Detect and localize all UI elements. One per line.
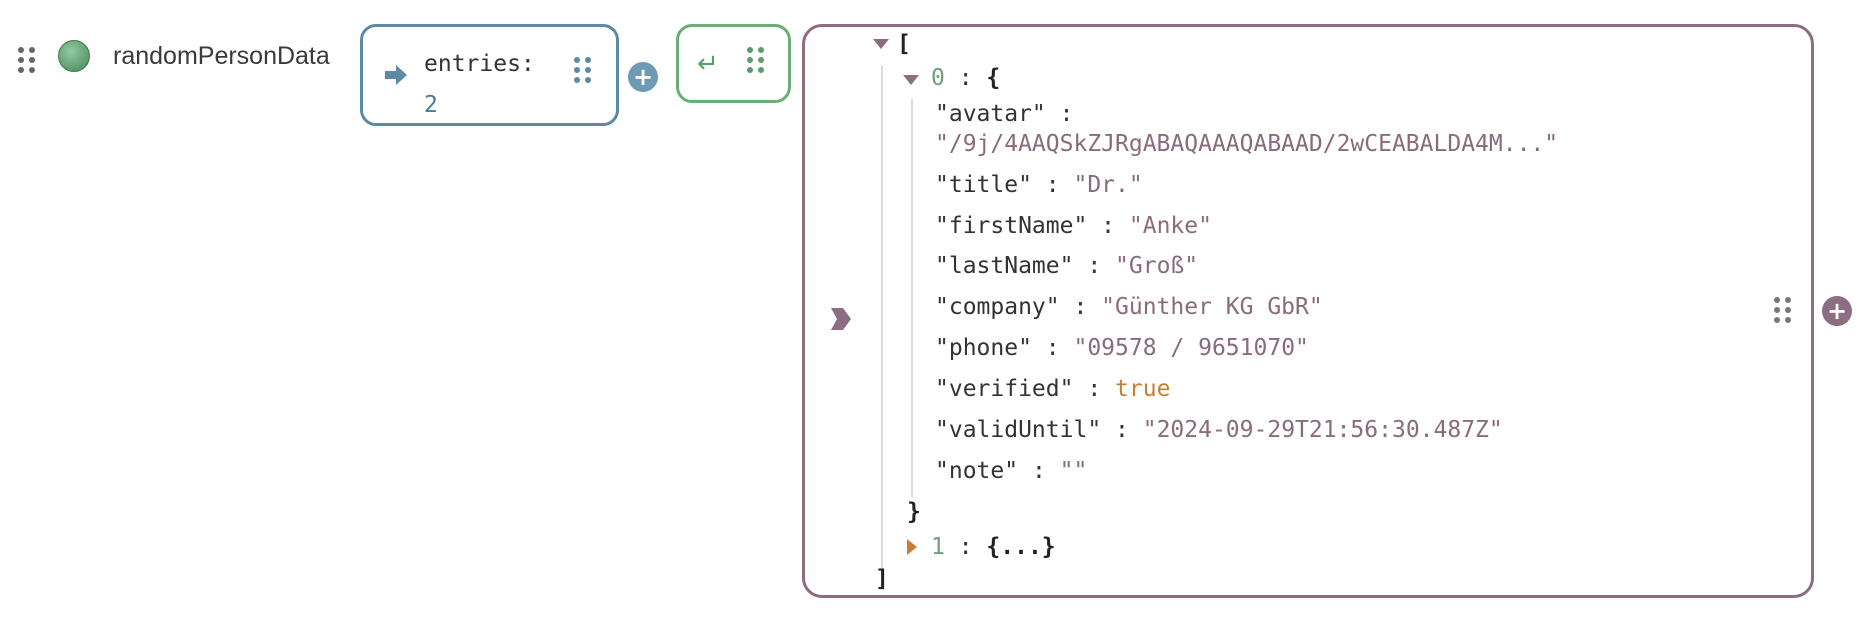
json-field-avatar-value[interactable]: "/9j/4AAQSkZJRgABAQAAAQABAAD/2wCEABALDA4… (935, 131, 1559, 157)
json-field-note[interactable]: "note" : "" (935, 458, 1088, 484)
indent-guide (911, 99, 913, 497)
expand-toggle-icon[interactable] (907, 539, 917, 555)
json-open-bracket: [ (897, 31, 911, 57)
return-arrow-icon: ↵ (697, 49, 719, 79)
entries-value[interactable]: 2 (424, 92, 438, 118)
drag-handle-icon[interactable] (1774, 297, 1791, 323)
json-item-0-header: 0 : { (931, 65, 1001, 91)
add-node-button[interactable]: + (628, 62, 658, 92)
json-item-1-collapsed[interactable]: 1 : {...} (931, 534, 1056, 560)
indent-guide (881, 65, 883, 575)
entries-node[interactable]: entries: 2 (360, 24, 619, 126)
drag-handle-icon[interactable] (574, 57, 591, 83)
json-viewer-node[interactable]: [ 0 : { "avatar" : "/9j/4AAQSkZJRgABAQAA… (802, 24, 1814, 598)
collapse-toggle-icon[interactable] (903, 75, 919, 85)
return-node[interactable]: ↵ (676, 24, 791, 103)
json-close-bracket: ] (875, 566, 889, 592)
json-field-lastname[interactable]: "lastName" : "Groß" (935, 253, 1199, 279)
json-field-firstname[interactable]: "firstName" : "Anke" (935, 213, 1212, 239)
json-field-validuntil[interactable]: "validUntil" : "2024-09-29T21:56:30.487Z… (935, 417, 1503, 443)
entries-label: entries: (424, 51, 535, 77)
drag-handle-icon[interactable] (747, 47, 764, 73)
json-field-verified[interactable]: "verified" : true (935, 376, 1171, 402)
json-field-title[interactable]: "title" : "Dr." (935, 172, 1143, 198)
variable-name[interactable]: randomPersonData (113, 42, 330, 70)
drag-handle-icon[interactable] (18, 47, 35, 73)
json-field-company[interactable]: "company" : "Günther KG GbR" (935, 294, 1323, 320)
json-field-phone[interactable]: "phone" : "09578 / 9651070" (935, 335, 1309, 361)
add-node-button[interactable]: + (1822, 296, 1852, 326)
json-field-avatar[interactable]: "avatar" : (935, 101, 1088, 127)
collapse-toggle-icon[interactable] (873, 39, 889, 49)
arrow-right-icon (385, 65, 407, 85)
status-indicator (58, 40, 90, 72)
json-item-0-close: } (907, 499, 921, 525)
input-port-icon[interactable] (831, 308, 851, 330)
